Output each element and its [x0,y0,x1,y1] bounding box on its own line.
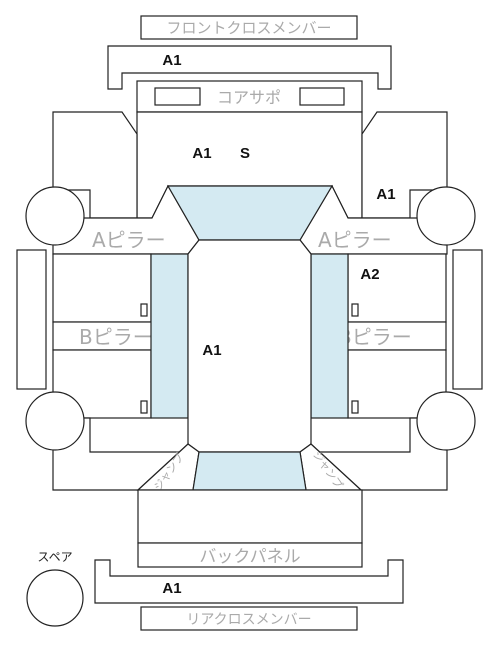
floor-grade: A1 [202,342,221,359]
spare-label: スペア [37,550,72,564]
core-support-label: コアサポ [217,88,281,107]
right-front-fender-grade: A1 [376,186,395,203]
left-rear-wheel [25,391,85,451]
front-cross-member [107,45,392,90]
core-support-left-slot [154,87,201,106]
core-support-grade: A1 [192,145,211,162]
front-cross-member-label: フロントクロスメンバー [166,19,331,37]
right-front-wheel [416,186,476,246]
core-support-right-slot [299,87,345,106]
right-rear-wheel [416,391,476,451]
left-front-wheel [25,186,85,246]
left-rear-door-handle [140,400,148,414]
core-support-s-grade: S [240,145,250,162]
left-front-door [52,253,152,323]
front-cross-member-grade: A1 [162,52,181,69]
right-side-rail [452,249,483,390]
right-b-pillar-label: Bピラー [338,325,412,349]
rear-window [192,451,307,491]
left-front-door-handle [140,303,148,317]
rear-cross-member [94,559,404,604]
right-side-window [310,253,349,419]
left-side-rail [16,249,47,390]
left-b-pillar-label: Bピラー [79,325,153,349]
spare-tire [26,569,84,627]
right-a-pillar-label: Aピラー [318,228,392,252]
right-front-door-handle [351,303,359,317]
trunk [137,489,363,544]
rear-cross-member-label: リアクロスメンバー [186,612,311,628]
right-front-door [347,253,447,323]
right-inner-grade: A2 [360,266,379,283]
left-side-window [150,253,189,419]
right-rear-door-handle [351,400,359,414]
left-a-pillar-label: Aピラー [92,228,166,252]
back-panel-label: バックパネル [199,547,300,567]
rear-cross-member-box [140,606,358,631]
front-cross-member-box [140,15,358,40]
rear-cross-member-grade: A1 [162,580,181,597]
back-panel [137,542,363,568]
